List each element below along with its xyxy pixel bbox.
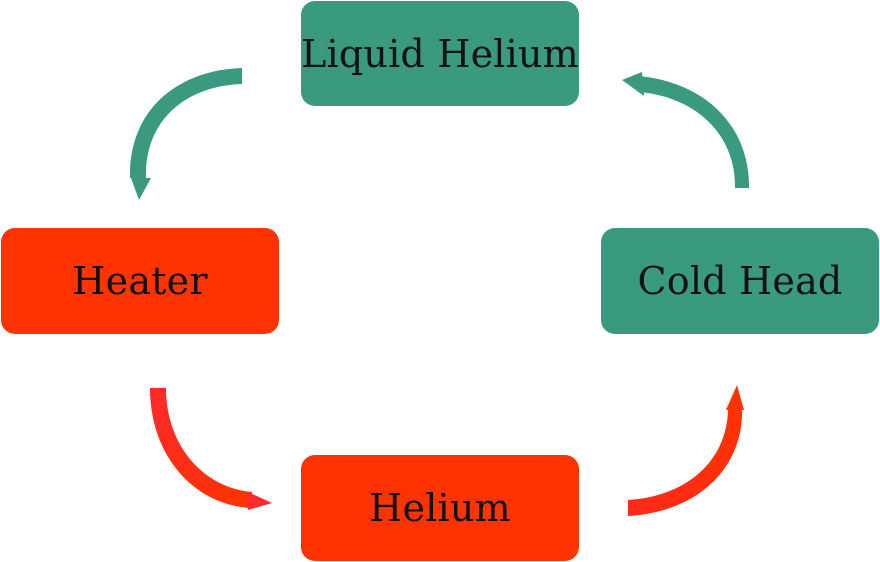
arrow-arc: [150, 388, 252, 508]
node-label: Heater: [72, 259, 208, 303]
node-label: Liquid Helium: [301, 31, 579, 76]
arrow-cold-head-to-liquid-helium: [622, 72, 750, 188]
arrow-liquid-helium-to-heater: [129, 68, 242, 200]
node-liquid-helium: Liquid Helium: [301, 1, 579, 106]
arrow-arc: [640, 76, 750, 188]
arrow-head: [248, 492, 272, 510]
arrow-heater-to-helium: [150, 388, 272, 510]
node-label: Cold Head: [637, 259, 843, 303]
node-heater: Heater: [1, 228, 279, 334]
node-helium: Helium: [301, 455, 579, 561]
arrow-head: [131, 178, 151, 200]
arrow-head: [622, 72, 644, 96]
arrow-head: [726, 385, 744, 410]
node-label: Helium: [369, 486, 511, 530]
arrow-arc: [129, 68, 242, 178]
arrow-helium-to-cold-head: [628, 385, 744, 516]
arrow-arc: [628, 408, 743, 516]
node-cold-head: Cold Head: [601, 228, 879, 334]
